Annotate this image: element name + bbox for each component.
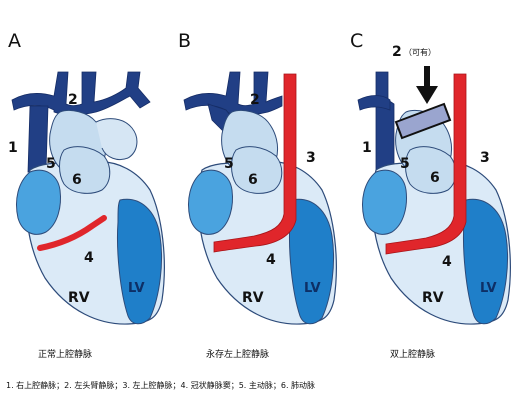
superior-vena-cava — [27, 105, 49, 173]
label-a-2: 2 — [68, 92, 78, 108]
panel-b: B 2 3 4 5 6 RV LV 永存左上腔静脉 — [178, 30, 337, 360]
label-b-2: 2 — [250, 92, 260, 108]
left-superior-vena-cava — [213, 73, 297, 253]
pulmonary-artery — [59, 146, 111, 194]
label-c-5: 5 — [400, 156, 410, 172]
panel-c-letter: C — [350, 30, 363, 52]
right-superior-vena-cava — [375, 71, 395, 173]
label-b-5: 5 — [224, 156, 234, 172]
left-superior-vena-cava — [385, 73, 467, 255]
label-a-1: 1 — [8, 140, 18, 156]
pulmonary-artery — [405, 146, 457, 194]
left-ventricle — [117, 198, 162, 325]
optional-bridging-vein — [394, 102, 452, 140]
pulmonary-artery — [231, 146, 283, 194]
caption-a: 正常上腔静脉 — [38, 348, 92, 360]
label-a-rv: RV — [68, 290, 90, 306]
label-a-4: 4 — [84, 250, 94, 266]
right-atrium — [16, 169, 61, 235]
label-b-3: 3 — [306, 150, 316, 166]
label-c-2-note: （可有） — [404, 47, 436, 57]
right-atrium — [362, 169, 407, 235]
caption-b: 永存左上腔静脉 — [206, 348, 269, 360]
label-b-lv: LV — [304, 281, 321, 296]
label-b-4: 4 — [266, 252, 276, 268]
panel-c: C 2 （可有） 1 3 4 5 6 RV LV 双上腔静脉 — [350, 30, 511, 360]
caption-c: 双上腔静脉 — [390, 348, 435, 360]
label-a-lv: LV — [128, 281, 145, 296]
label-b-6: 6 — [248, 172, 258, 188]
coronary-sinus — [37, 215, 107, 251]
label-c-rv: RV — [422, 290, 444, 306]
arrow-down-icon — [416, 66, 438, 104]
label-b-rv: RV — [242, 290, 264, 306]
label-c-6: 6 — [430, 170, 440, 186]
brachiocephalic-veins — [11, 71, 151, 173]
panel-a: A 1 2 4 5 6 RV LV 正常上腔静脉 — [8, 30, 165, 360]
brachiocephalic-veins — [357, 71, 395, 173]
label-a-5: 5 — [46, 156, 56, 172]
label-c-1: 1 — [362, 140, 372, 156]
label-a-6: 6 — [72, 172, 82, 188]
label-c-lv: LV — [480, 281, 497, 296]
label-c-3: 3 — [480, 150, 490, 166]
legend: 1. 右上腔静脉；2. 左头臂静脉；3. 左上腔静脉；4. 冠状静脉窦；5. 主… — [6, 380, 315, 390]
label-c-2: 2 — [392, 44, 402, 60]
panel-b-letter: B — [178, 30, 191, 52]
label-c-4: 4 — [442, 254, 452, 270]
panel-a-letter: A — [8, 30, 21, 52]
right-atrium — [188, 169, 233, 235]
